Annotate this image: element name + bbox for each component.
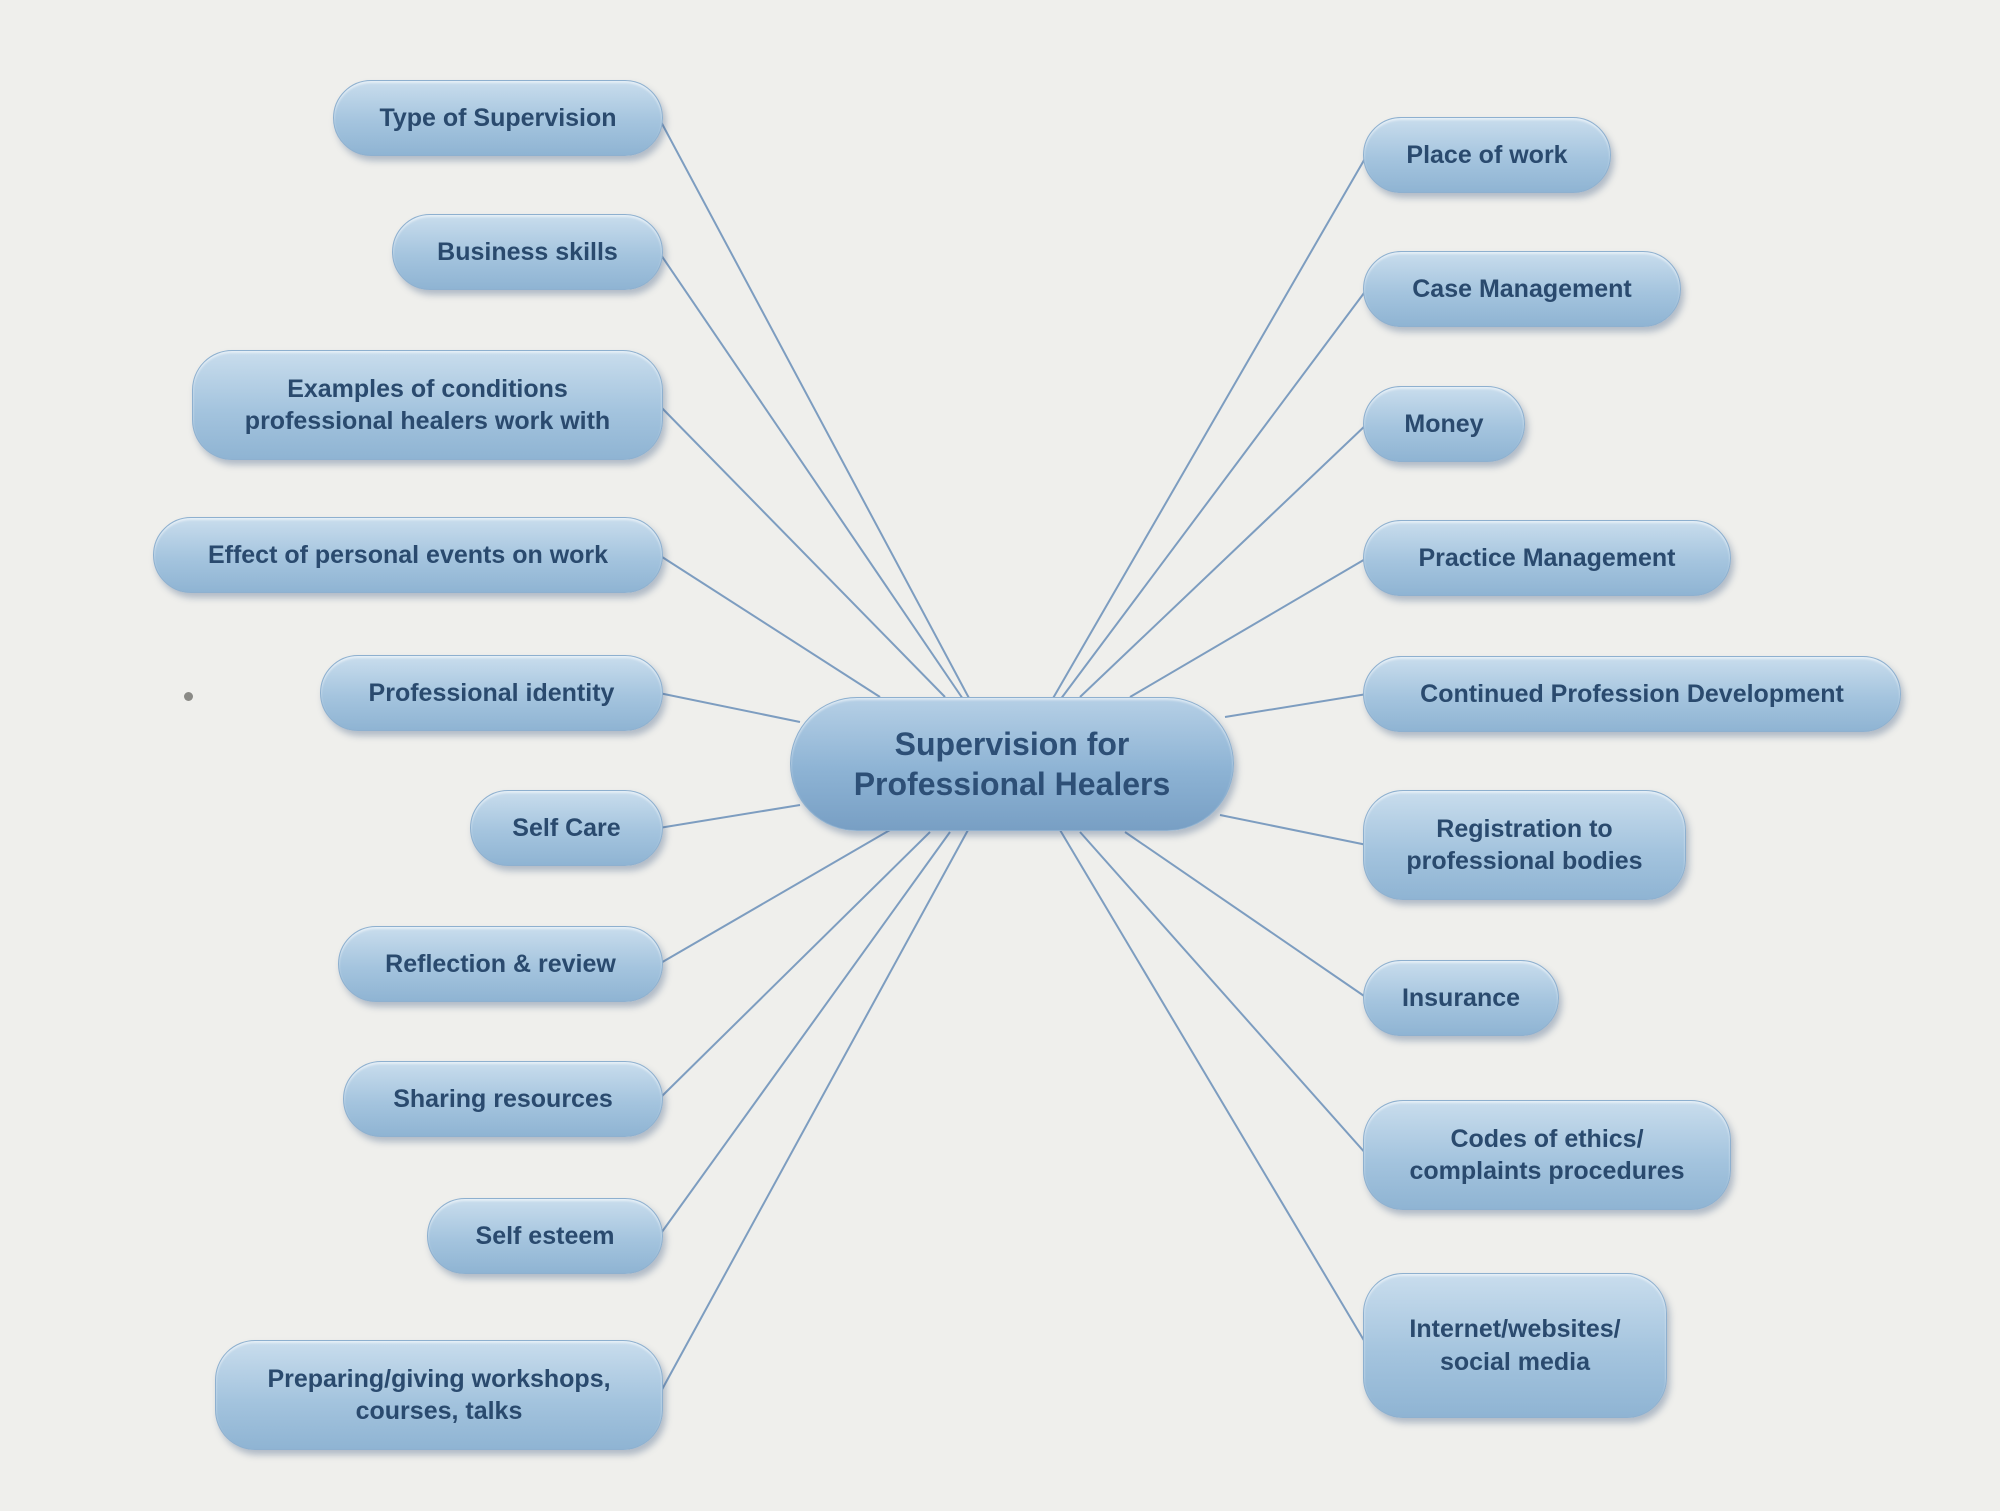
right-link-1 [1059,288,1368,701]
right-link-8 [1059,829,1368,1347]
left-link-1 [658,251,966,703]
central-topic: Supervision for Professional Healers [790,697,1234,831]
right-link-4 [1224,693,1368,718]
topic-professional-identity: Professional identity [320,655,663,731]
left-link-5 [658,804,801,829]
right-link-2 [1079,423,1368,698]
topic-sharing-resources: Sharing resources [343,1061,663,1137]
right-link-6 [1124,831,1368,999]
left-link-0 [658,117,971,701]
stray-dot [184,692,193,701]
topic-insurance: Insurance [1363,960,1559,1036]
topic-registration-professional-bodies: Registration to professional bodies [1363,790,1686,900]
topic-case-management: Case Management [1363,251,1681,327]
topic-self-care: Self Care [470,790,663,866]
topic-reflection-review: Reflection & review [338,926,663,1002]
left-link-8 [658,831,951,1237]
topic-business-skills: Business skills [392,214,663,290]
left-link-7 [658,831,931,1100]
left-link-9 [658,829,969,1396]
topic-money: Money [1363,386,1525,462]
right-link-5 [1219,814,1368,846]
topic-self-esteem: Self esteem [427,1198,663,1274]
topic-continued-profession-development: Continued Profession Development [1363,656,1901,732]
right-link-3 [1129,557,1368,698]
right-link-7 [1079,831,1368,1156]
topic-practice-management: Practice Management [1363,520,1731,596]
topic-type-of-supervision: Type of Supervision [333,80,663,156]
left-link-3 [658,554,881,698]
right-link-0 [1051,154,1368,701]
topic-preparing-workshops: Preparing/giving workshops, courses, tal… [215,1340,663,1450]
left-link-4 [658,692,801,723]
topic-effect-of-personal-events: Effect of personal events on work [153,517,663,593]
topic-place-of-work: Place of work [1363,117,1611,193]
topic-internet-websites: Internet/websites/ social media [1363,1273,1667,1418]
topic-examples-of-conditions: Examples of conditions professional heal… [192,350,663,460]
topic-codes-of-ethics: Codes of ethics/ complaints procedures [1363,1100,1731,1210]
left-link-2 [658,404,946,698]
left-link-6 [658,829,891,965]
